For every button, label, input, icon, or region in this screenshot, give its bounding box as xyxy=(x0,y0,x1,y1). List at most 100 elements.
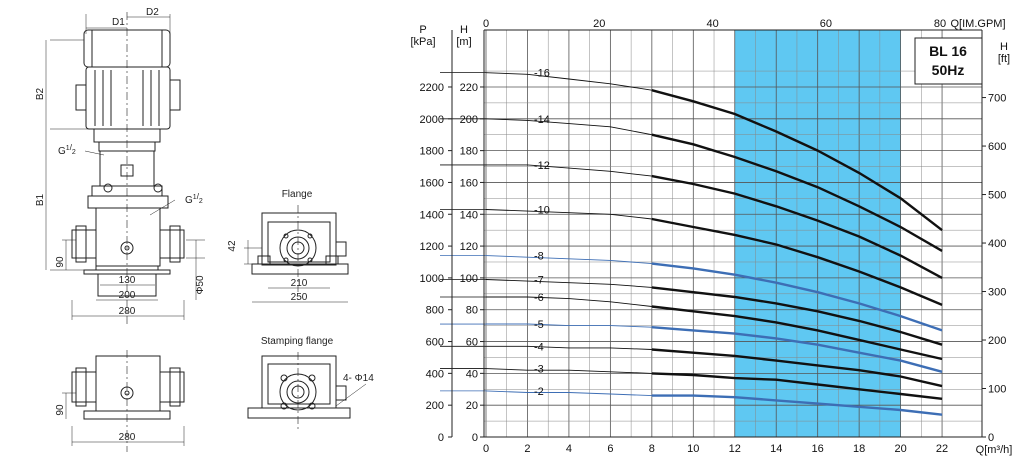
x-tick-label: 4 xyxy=(566,443,572,455)
dim-90-main: 90 xyxy=(55,256,66,268)
series-label: -10 xyxy=(534,204,550,216)
series-label: -8 xyxy=(534,251,544,263)
model-box xyxy=(914,37,983,85)
curve-stage-12-low xyxy=(486,164,652,177)
y-p-tick-label: 1400 xyxy=(420,209,444,221)
dim-b1: B1 xyxy=(35,193,46,206)
y-axis-ft-unit: [ft] xyxy=(998,53,1010,65)
stamping-title: Stamping flange xyxy=(261,336,334,347)
x-tick-label: 0 xyxy=(483,443,489,455)
series-label: -4 xyxy=(534,341,544,353)
x-tick-label: 22 xyxy=(936,443,948,455)
port-label-side: G1/2 xyxy=(185,192,203,206)
y-h-tick-label: 60 xyxy=(466,337,478,349)
curve-stage-10-low xyxy=(485,209,652,220)
y-p-tick-label: 2200 xyxy=(420,82,444,94)
y-ft-tick-label: 0 xyxy=(988,432,994,444)
y-axis-p-label: P xyxy=(419,24,426,36)
flange-drawing xyxy=(244,205,349,303)
curve-stage-2-low xyxy=(485,390,652,397)
dim-phi50: Φ50 xyxy=(195,275,206,295)
dim-280-base: 280 xyxy=(119,432,136,443)
dim-200: 200 xyxy=(119,290,136,301)
flange-labels: Flange 42 210 250 xyxy=(227,189,313,303)
x-tick-label: 2 xyxy=(524,443,530,455)
dim-250: 250 xyxy=(291,292,308,303)
model-frequency: 50Hz xyxy=(932,62,965,78)
pump-curves xyxy=(440,72,943,416)
x-tick-label: 14 xyxy=(770,443,782,455)
x-top-tick-label: 80 xyxy=(934,18,946,30)
main-pump-drawing xyxy=(45,12,205,325)
base-drawing xyxy=(62,350,185,452)
y-ft-tick-label: 500 xyxy=(988,190,1006,202)
y-h-tick-label: 100 xyxy=(460,273,478,285)
y-ft-tick-label: 700 xyxy=(988,93,1006,105)
y-p-tick-label: 1600 xyxy=(420,177,444,189)
series-label: -16 xyxy=(534,68,550,80)
y-h-tick-label: 140 xyxy=(460,209,478,221)
dim-d2: D2 xyxy=(146,7,159,18)
y-p-tick-label: 1800 xyxy=(420,146,444,158)
y-p-tick-label: 600 xyxy=(426,337,444,349)
curve-stage-16 xyxy=(651,89,943,232)
x-tick-label: 12 xyxy=(729,443,741,455)
x-top-tick-label: 40 xyxy=(706,18,718,30)
vertical-gridlines xyxy=(485,30,943,437)
curve-stage-7 xyxy=(651,286,943,346)
y-h-tick-label: 0 xyxy=(472,432,478,444)
series-label: -2 xyxy=(534,386,544,398)
y-p-tick-label: 0 xyxy=(438,432,444,444)
y-axis-ft-label: H xyxy=(1000,41,1008,53)
dim-b2: B2 xyxy=(35,87,46,100)
y-p-tick-label: 1200 xyxy=(420,241,444,253)
series-label: -6 xyxy=(534,292,544,304)
curve-stage-6-low xyxy=(486,296,652,307)
curve-stage-7-low xyxy=(485,279,652,288)
stamping-labels: Stamping flange 4- Φ14 xyxy=(261,336,374,384)
x-axis-top-label: Q[IM.GPM] xyxy=(951,18,1006,30)
series-label: -5 xyxy=(534,319,544,331)
x-top-tick-label: 20 xyxy=(593,18,605,30)
dim-90-base: 90 xyxy=(55,404,66,416)
y-p-tick-label: 400 xyxy=(426,368,444,380)
chart-axes xyxy=(451,29,983,438)
y-p-tick-label: 1000 xyxy=(420,273,444,285)
x-tick-label: 20 xyxy=(894,443,906,455)
y-h-tick-label: 80 xyxy=(466,305,478,317)
y-ft-tick-label: 100 xyxy=(988,384,1006,396)
curve-stage-5 xyxy=(651,326,943,373)
y-p-tick-label: 2000 xyxy=(420,114,444,126)
curve-stage-3-low xyxy=(485,368,652,374)
y-h-tick-label: 200 xyxy=(460,114,478,126)
flange-title: Flange xyxy=(282,189,313,200)
y-h-tick-label: 20 xyxy=(466,400,478,412)
curve-stage-16-low xyxy=(485,72,652,91)
curve-stage-8-low xyxy=(485,255,652,265)
curve-stage-3 xyxy=(651,372,943,400)
y-ft-tick-label: 300 xyxy=(988,287,1006,299)
y-h-tick-label: 180 xyxy=(460,146,478,158)
x-tick-label: 18 xyxy=(853,443,865,455)
model-title: BL 16 xyxy=(929,43,967,59)
y-p-tick-label: 800 xyxy=(426,305,444,317)
y-h-tick-label: 40 xyxy=(466,368,478,380)
dim-42: 42 xyxy=(227,240,238,252)
dim-280-main: 280 xyxy=(119,306,136,317)
horizontal-gridlines xyxy=(484,70,982,422)
y-axis-h-unit: [m] xyxy=(456,36,471,48)
y-axis-h-label: H xyxy=(460,24,468,36)
x-tick-label: 16 xyxy=(812,443,824,455)
dim-130: 130 xyxy=(119,275,136,286)
y-ft-tick-label: 400 xyxy=(988,238,1006,250)
series-label: -7 xyxy=(534,274,544,286)
x-top-tick-label: 0 xyxy=(483,18,489,30)
curve-stage-10 xyxy=(651,217,943,307)
y-axis-p-unit: [kPa] xyxy=(410,36,435,48)
y-h-tick-label: 160 xyxy=(460,177,478,189)
curve-stage-2 xyxy=(651,394,943,416)
